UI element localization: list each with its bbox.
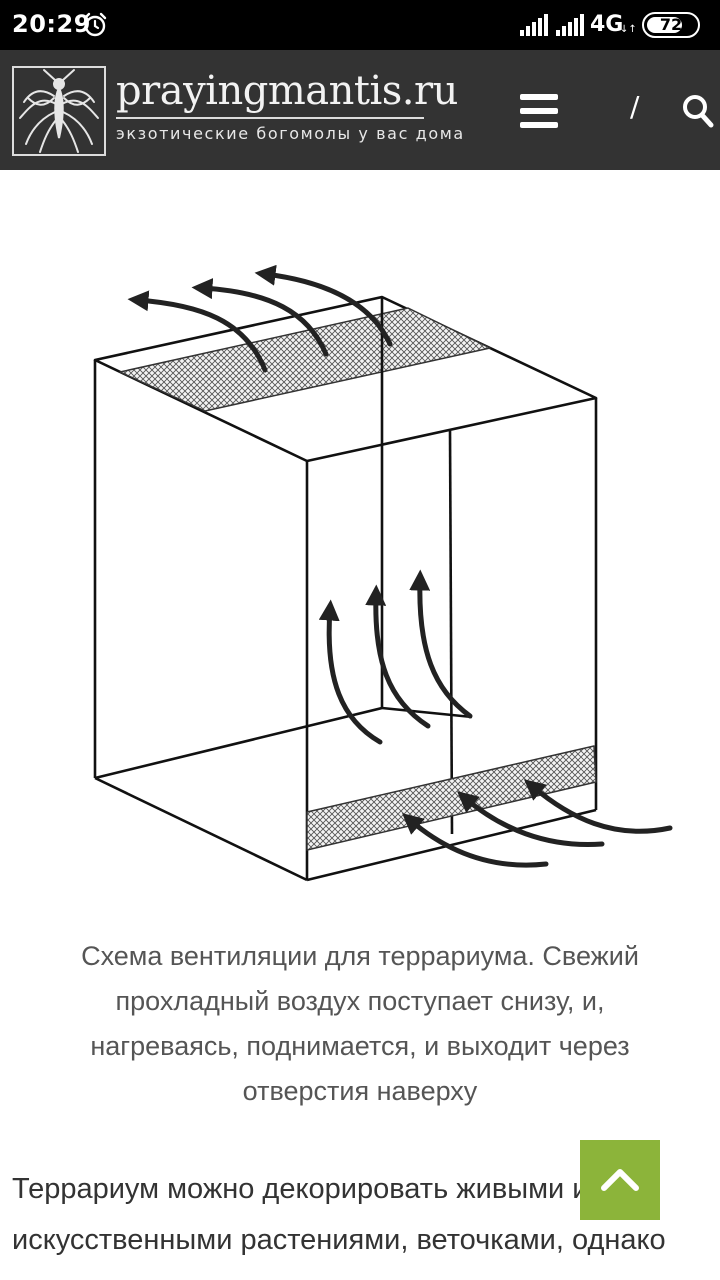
chevron-up-icon <box>601 1169 639 1191</box>
search-icon <box>683 95 714 128</box>
battery-level: 72 <box>659 15 683 34</box>
network-activity: ↓↑ <box>620 24 637 35</box>
status-bar: 20:29 4G ↓↑ 72 <box>0 0 720 50</box>
ventilation-diagram <box>93 264 673 882</box>
terrarium-box <box>93 295 598 882</box>
airflow-arrows <box>127 264 673 868</box>
search-button[interactable] <box>682 94 714 128</box>
battery-indicator: 72 <box>642 12 700 38</box>
site-tagline: экзотические богомолы у вас дома <box>116 124 465 143</box>
alarm-icon <box>83 12 107 37</box>
signal-icon <box>556 14 584 36</box>
site-header: prayingmantis.ru экзотические богомолы у… <box>0 50 720 170</box>
header-separator: / <box>630 90 640 123</box>
mantis-logo-icon <box>19 69 99 153</box>
site-name-underline <box>116 117 424 119</box>
hamburger-menu-icon <box>520 94 558 100</box>
signal-icon <box>520 14 548 36</box>
status-time: 20:29 <box>12 10 91 38</box>
site-logo[interactable] <box>12 66 106 156</box>
site-name[interactable]: prayingmantis.ru <box>116 68 458 114</box>
menu-button[interactable] <box>518 94 560 130</box>
article-paragraph: Террариум можно декорировать живыми или … <box>12 1173 666 1256</box>
scroll-to-top-button[interactable] <box>580 1140 660 1220</box>
battery-fill <box>647 17 682 33</box>
diagram-caption: Схема вентиляции для террариума. Свежий … <box>81 941 639 1106</box>
network-type: 4G <box>590 12 624 37</box>
